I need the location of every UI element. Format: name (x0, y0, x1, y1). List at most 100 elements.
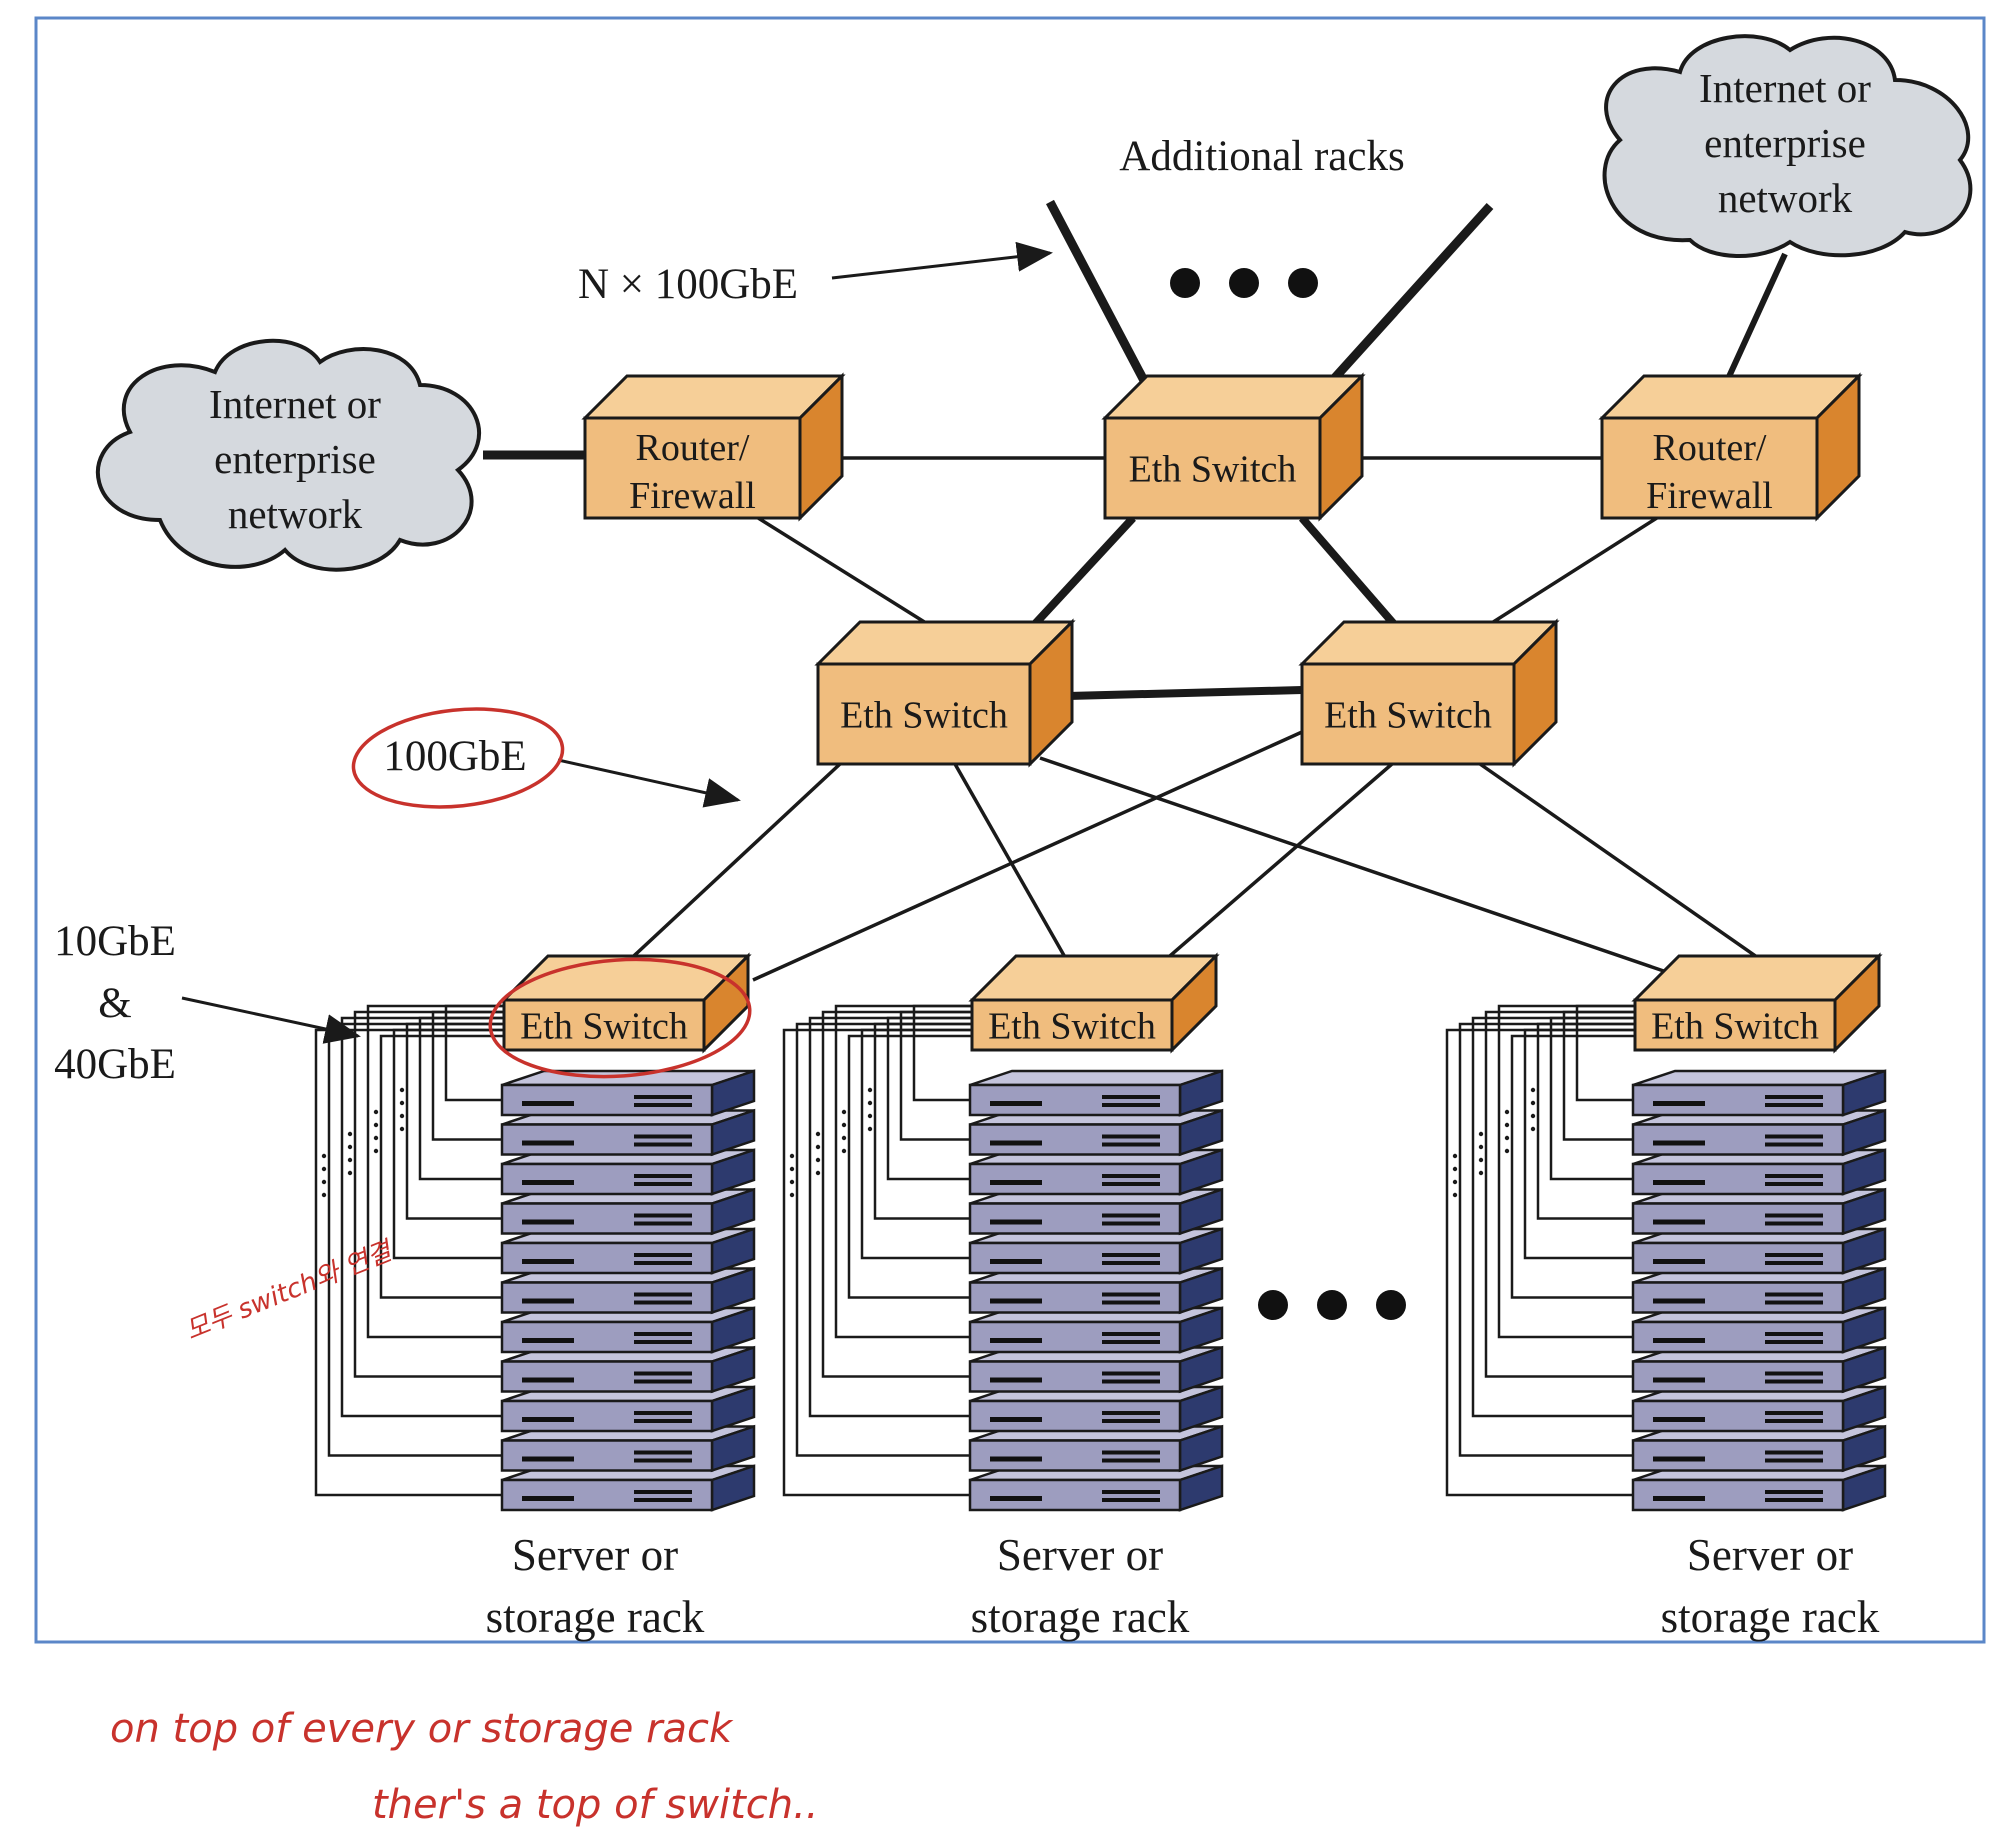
rack-2-caption-line-1: Server or (997, 1530, 1163, 1580)
label-access-speed-amp: & (98, 980, 131, 1027)
server-unit (1631, 1148, 1887, 1196)
server-unit (968, 1345, 1224, 1394)
tor-switch-2-label: Eth Switch (988, 1005, 1156, 1047)
server-unit (500, 1266, 756, 1315)
annotation-bottom-line-1: on top of every or storage rack (110, 1706, 734, 1752)
cloud-right: Internet or enterprise network (1602, 34, 1973, 259)
link-core-agg-left (1019, 515, 1136, 641)
arrow-core-speed (557, 758, 741, 808)
rack-1-caption-line-2: storage rack (486, 1592, 705, 1642)
label-core-speed: 100GbE (383, 733, 526, 780)
rack-3: Eth Switch (1445, 952, 1887, 1512)
server-unit (500, 1424, 756, 1473)
label-additional-racks: Additional racks (1119, 133, 1404, 180)
cloud-left-line-1: Internet or (209, 381, 381, 427)
server-unit (968, 1385, 1224, 1433)
server-unit (500, 1148, 756, 1196)
core-switch-label: Eth Switch (1129, 448, 1297, 490)
server-racks: Eth Switch Eth Switch Eth Switch (314, 952, 1887, 1512)
diagram-frame (34, 16, 1986, 1644)
uplink-left (1046, 199, 1154, 395)
link-aggL-tor3 (1039, 756, 1691, 982)
link-agg-agg (1067, 686, 1303, 700)
server-unit (968, 1069, 1224, 1117)
agg-switch-left: Eth Switch (814, 618, 1076, 768)
server-unit (1631, 1108, 1887, 1157)
tor-switch-1-label: Eth Switch (520, 1005, 688, 1047)
server-unit (1631, 1069, 1887, 1117)
router-left-label-line-1: Router/ (636, 427, 750, 469)
rack-2-caption-line-2: storage rack (971, 1592, 1190, 1642)
server-unit (968, 1424, 1224, 1473)
router-right-label-line-2: Firewall (1646, 475, 1773, 517)
server-unit (1631, 1345, 1887, 1394)
rack-1-cabling (314, 1004, 504, 1497)
server-unit (500, 1108, 756, 1157)
server-unit (500, 1464, 756, 1512)
link-aggR-tor2 (1140, 762, 1394, 982)
rack-2-cabling (782, 1004, 972, 1497)
agg-switch-right: Eth Switch (1298, 618, 1560, 768)
ellipsis-top (1170, 268, 1318, 298)
tor-switch-3: Eth Switch (1631, 952, 1883, 1054)
rack-2: Eth Switch (782, 952, 1224, 1512)
cloud-left: Internet or enterprise network (95, 338, 481, 572)
rack-1: Eth Switch (314, 952, 756, 1512)
server-unit (968, 1187, 1224, 1236)
router-right: Router/Firewall (1598, 372, 1863, 522)
server-unit (1631, 1306, 1887, 1354)
server-unit (968, 1306, 1224, 1354)
server-unit (500, 1306, 756, 1354)
link-aggL-tor1 (606, 762, 842, 982)
cloud-right-line-1: Internet or (1699, 65, 1871, 111)
link-router-left-agg (754, 514, 951, 640)
network-links (181, 199, 1792, 1044)
server-unit (1631, 1464, 1887, 1512)
link-aggR-tor3 (1478, 762, 1792, 982)
cloud-right-line-2: enterprise (1704, 120, 1866, 166)
rack-1-caption-line-1: Server or (512, 1530, 678, 1580)
agg-switch-left-label: Eth Switch (840, 694, 1008, 736)
rack-3-caption-line-1: Server or (1687, 1530, 1853, 1580)
server-unit (500, 1345, 756, 1394)
server-unit (500, 1227, 756, 1275)
agg-switch-right-label: Eth Switch (1324, 694, 1492, 736)
server-unit (500, 1069, 756, 1117)
uplink-right (1318, 202, 1494, 396)
annotation-circle-tor-switch (488, 957, 752, 1079)
label-access-speed-1: 10GbE (54, 918, 176, 965)
rack-3-caption-line-2: storage rack (1661, 1592, 1880, 1642)
server-unit (968, 1108, 1224, 1157)
router-right-label-line-1: Router/ (1653, 427, 1767, 469)
annotation-bottom-line-2: ther's a top of switch.. (372, 1782, 819, 1828)
server-unit (968, 1464, 1224, 1512)
link-router-right-agg (1467, 514, 1661, 640)
core-switch: Eth Switch (1101, 372, 1366, 522)
rack-3-cabling (1445, 1004, 1635, 1497)
link-cloud-right-router (1719, 252, 1788, 394)
router-left-label-line-2: Firewall (629, 475, 756, 517)
server-unit (968, 1148, 1224, 1196)
server-unit (1631, 1424, 1887, 1473)
server-unit (1631, 1187, 1887, 1236)
server-unit (1631, 1227, 1887, 1275)
tor-switch-2: Eth Switch (968, 952, 1220, 1054)
cloud-right-line-3: network (1718, 175, 1853, 221)
tor-switch-3-label: Eth Switch (1651, 1005, 1819, 1047)
server-unit (500, 1385, 756, 1433)
server-unit (968, 1227, 1224, 1275)
server-unit (1631, 1385, 1887, 1433)
link-core-agg-right (1298, 515, 1410, 641)
label-uplink-speed: N × 100GbE (578, 261, 798, 308)
link-aggL-tor2 (953, 763, 1080, 981)
server-unit (968, 1266, 1224, 1315)
server-unit (1631, 1266, 1887, 1315)
cloud-left-line-2: enterprise (214, 436, 376, 482)
router-left: Router/Firewall (581, 372, 846, 522)
cloud-left-line-3: network (228, 491, 363, 537)
link-aggR-tor1 (752, 730, 1303, 982)
server-unit (500, 1187, 756, 1236)
label-access-speed-2: 40GbE (54, 1041, 176, 1088)
